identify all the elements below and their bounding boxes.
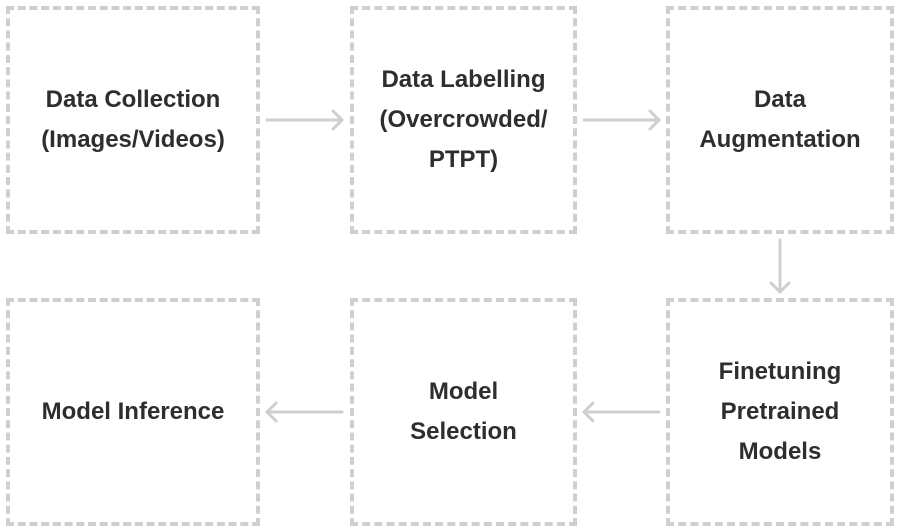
arrow-augmentation-to-finetuning [769,238,791,294]
node-data-augmentation: Data Augmentation [666,6,894,234]
node-label: Model Selection [410,378,517,445]
arrow-finetuning-to-selection [582,401,661,423]
arrow-selection-to-inference [265,401,344,423]
node-data-collection: Data Collection (Images/Videos) [6,6,260,234]
node-label: Model Inference [41,398,225,425]
node-model-selection: Model Selection [350,298,577,526]
node-model-inference: Model Inference [6,298,260,526]
node-label: Data Augmentation [699,86,861,153]
arrow-labelling-to-augmentation [582,109,661,131]
node-label: Data Collection (Images/Videos) [41,86,225,153]
node-label: Finetuning Pretrained Models [718,358,842,465]
node-finetuning: Finetuning Pretrained Models [666,298,894,526]
node-data-labelling: Data Labelling (Overcrowded/ PTPT) [350,6,577,234]
arrow-collection-to-labelling [265,109,344,131]
node-label: Data Labelling (Overcrowded/ PTPT) [379,66,548,173]
